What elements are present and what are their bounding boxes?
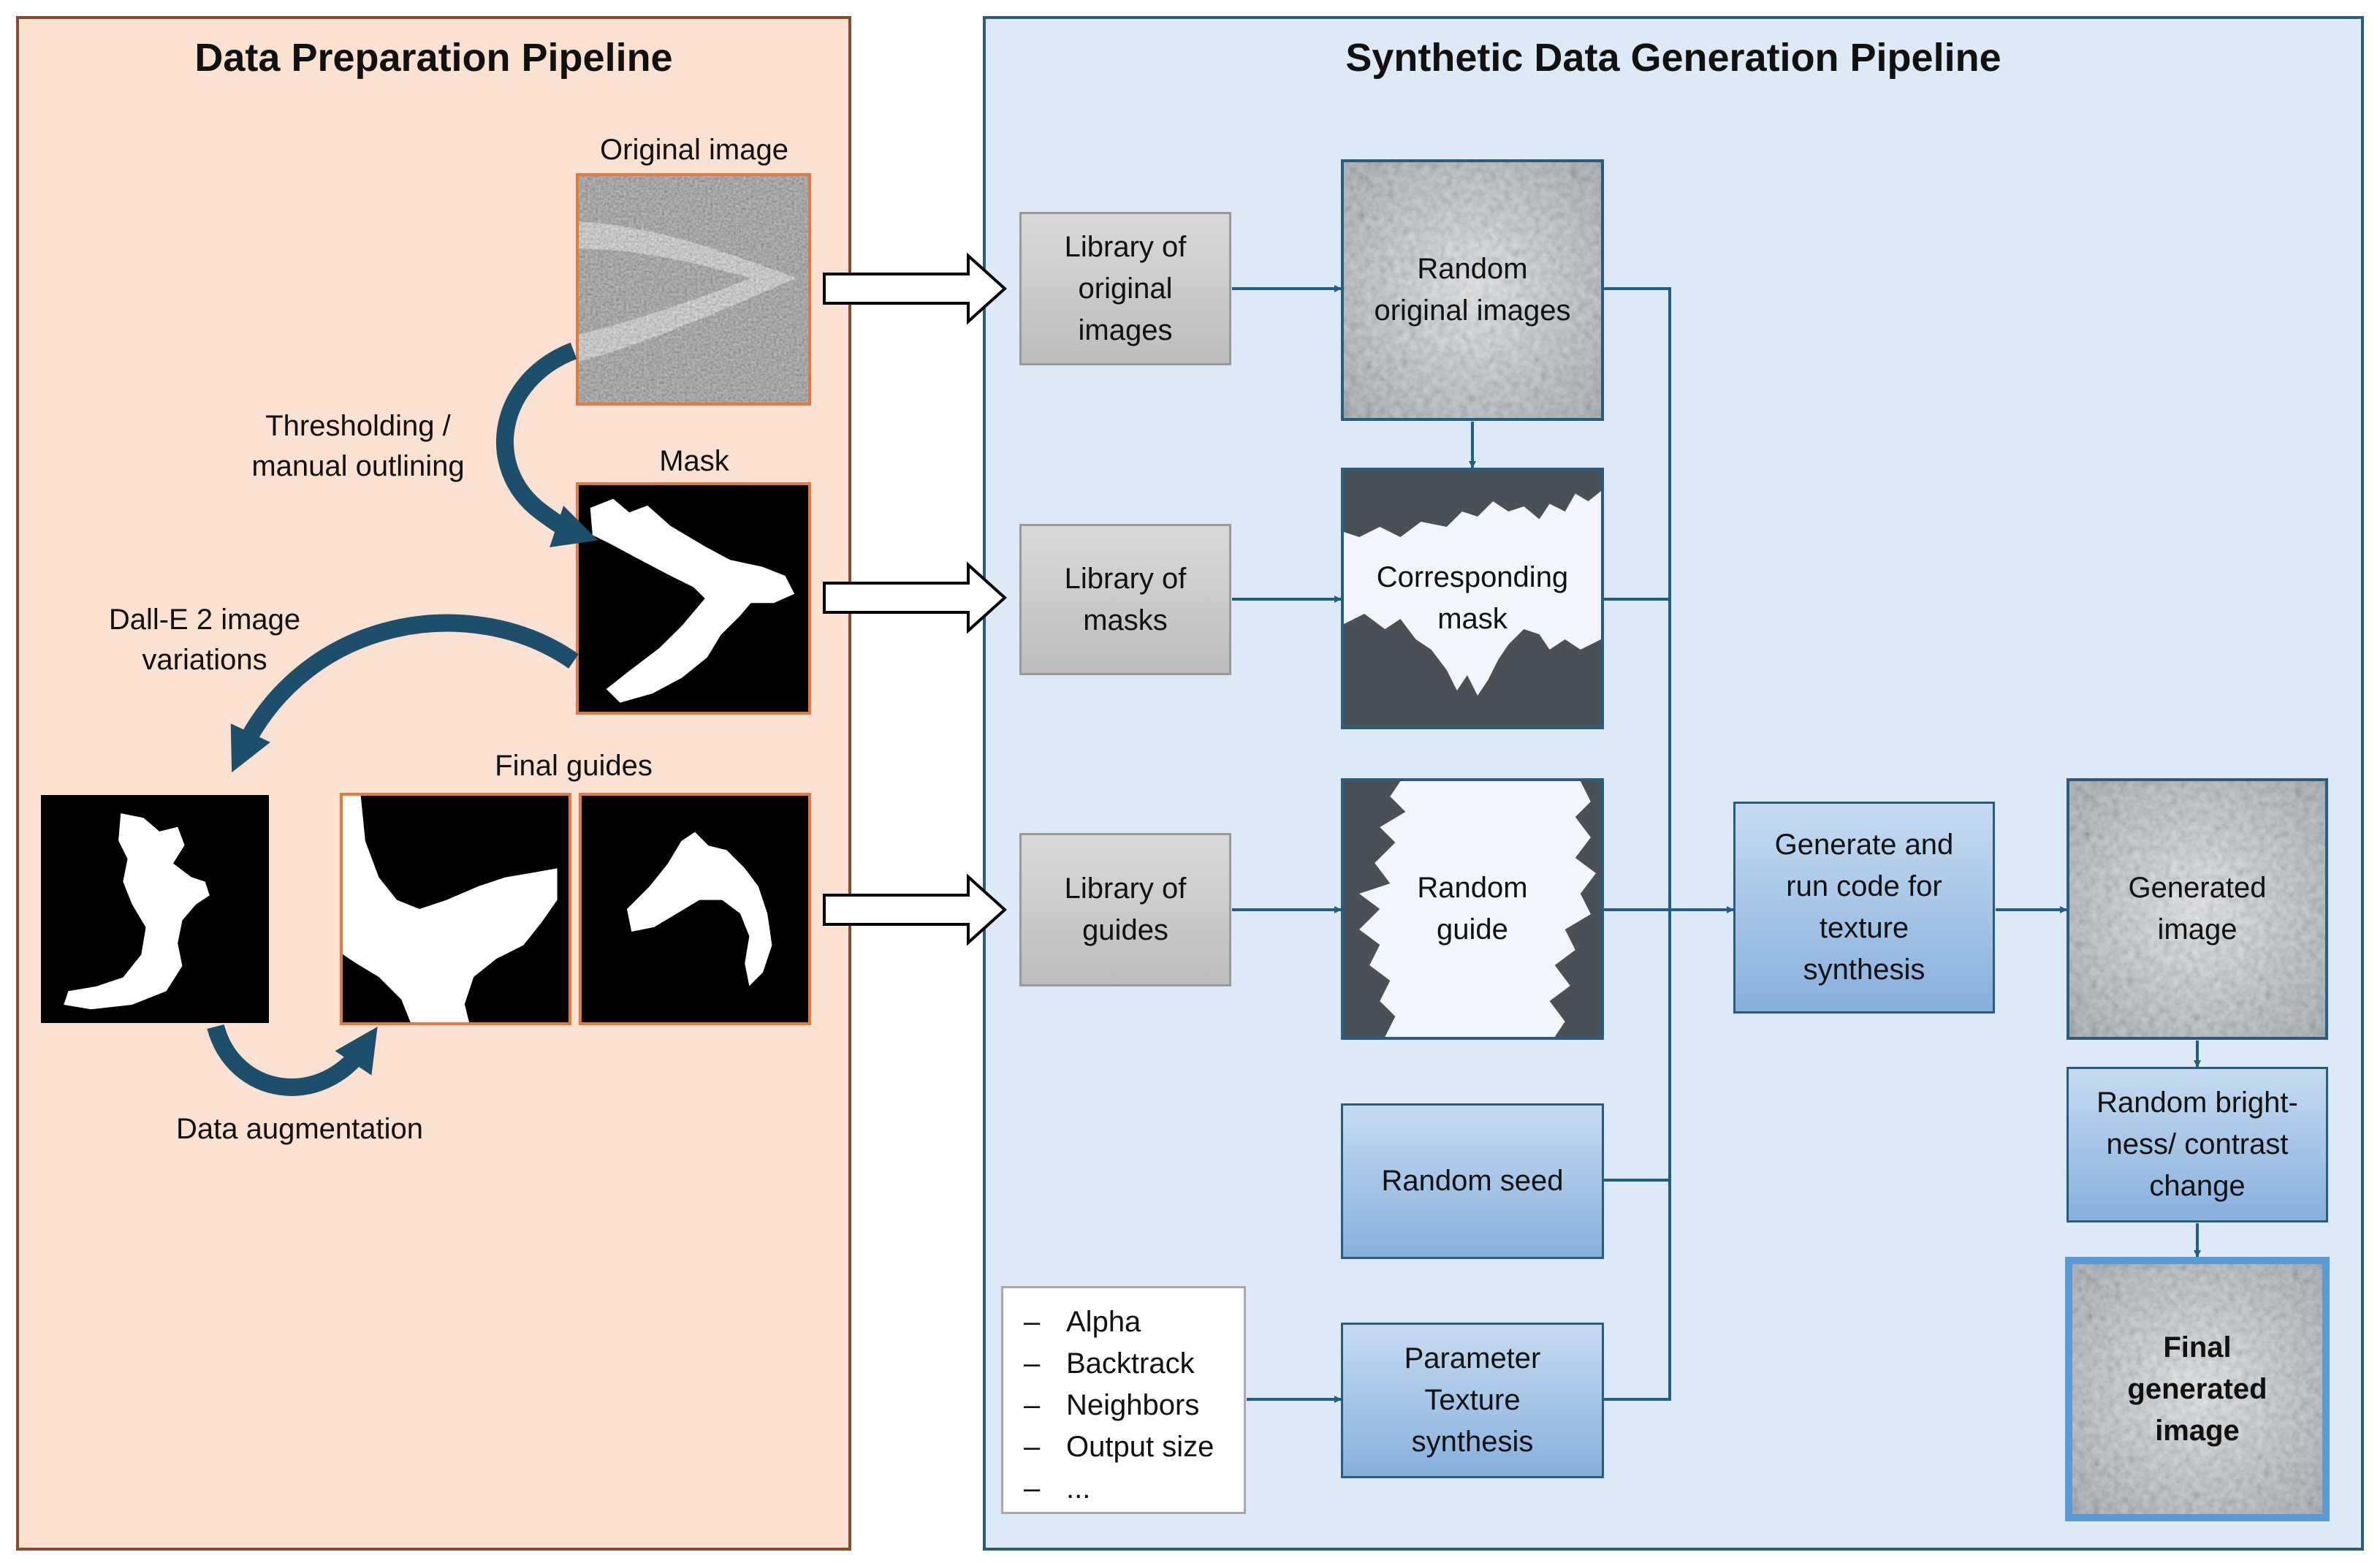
- curved-arrow-threshold: [496, 342, 598, 547]
- thresholding-label-line1: Thresholding /: [265, 410, 451, 442]
- parameter-list: –Alpha –Backtrack –Neighbors –Output siz…: [1001, 1286, 1246, 1514]
- param-item: –...: [1024, 1472, 1091, 1505]
- mask-image: [576, 482, 811, 715]
- block-arrow-masks: [823, 561, 1007, 634]
- param-item: –Neighbors: [1024, 1389, 1200, 1421]
- dalle-label-line1: Dall-E 2 image: [108, 604, 301, 636]
- random-original-images-tile: [1341, 159, 1604, 421]
- thresholding-label-line2: manual outlining: [251, 450, 465, 482]
- generated-image-tile: [2067, 778, 2328, 1040]
- synth-panel-title: Synthetic Data Generation Pipeline: [1345, 36, 2001, 80]
- param-item: –Output size: [1024, 1431, 1214, 1463]
- final-guide-image-1: [340, 793, 571, 1025]
- final-generated-image-tile: [2065, 1257, 2330, 1521]
- mask-label: Mask: [659, 445, 729, 477]
- dalle-variation-image: [41, 795, 269, 1023]
- random-seed-box: Random seed: [1341, 1103, 1604, 1259]
- original-image: [576, 173, 811, 406]
- corresponding-mask-tile: [1341, 468, 1604, 729]
- block-arrow-original: [823, 252, 1007, 325]
- curved-arrow-dalle: [230, 614, 579, 773]
- random-guide-tile: [1341, 778, 1604, 1040]
- dalle-label-line2: variations: [142, 644, 267, 676]
- final-guides-label: Final guides: [495, 750, 653, 782]
- param-item: –Alpha: [1024, 1306, 1141, 1338]
- original-image-label: Original image: [600, 134, 788, 166]
- block-arrow-guides: [823, 873, 1007, 946]
- final-guide-image-2: [579, 793, 811, 1025]
- curved-arrow-augmentation: [207, 1024, 378, 1096]
- connector-bus: [1604, 287, 1671, 1401]
- prep-panel-title: Data Preparation Pipeline: [194, 36, 673, 80]
- param-item: –Backtrack: [1024, 1347, 1195, 1380]
- data-augmentation-label: Data augmentation: [175, 1113, 423, 1145]
